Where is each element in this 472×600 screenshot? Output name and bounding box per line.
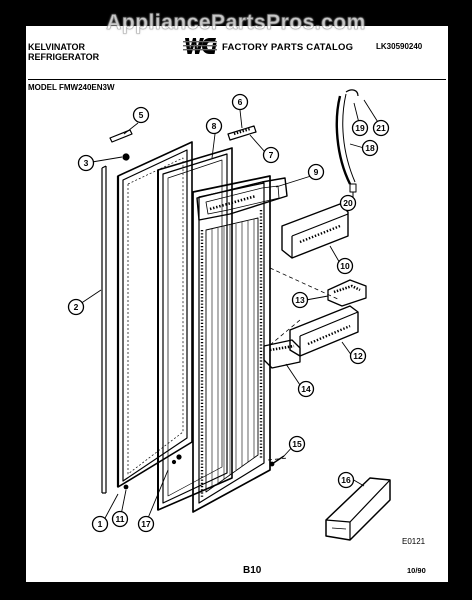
svg-text:13: 13 — [295, 295, 305, 305]
parts-sheet — [26, 26, 448, 582]
document-number: LK30590240 — [376, 42, 423, 51]
callout-9: 9 — [307, 163, 325, 181]
callout-7: 7 — [262, 146, 280, 164]
callout-13: 13 — [291, 291, 309, 309]
svg-text:11: 11 — [116, 514, 125, 524]
callout-11: 11 — [111, 510, 129, 528]
header-rule — [28, 79, 446, 80]
date-code: 10/90 — [407, 566, 426, 575]
callout-15: 15 — [288, 435, 306, 453]
trim-cap-part — [227, 125, 257, 141]
svg-text:19: 19 — [355, 123, 365, 133]
callout-6: 6 — [231, 93, 249, 111]
callout-leaders — [79, 99, 382, 521]
svg-text:12: 12 — [353, 351, 363, 361]
callout-1: 1 — [91, 515, 109, 533]
callout-10: 10 — [336, 257, 354, 275]
svg-text:20: 20 — [343, 198, 353, 208]
callout-16: 16 — [337, 471, 355, 489]
callout-8: 8 — [205, 117, 223, 135]
svg-text:17: 17 — [141, 519, 151, 529]
svg-text:2: 2 — [74, 302, 79, 312]
svg-text:15: 15 — [292, 439, 302, 449]
callout-21: 21 — [372, 119, 390, 137]
door-shelf-upper — [281, 203, 349, 259]
bottom-screw — [171, 454, 182, 465]
catalog-title: FACTORY PARTS CATALOG — [222, 42, 354, 53]
door-bin — [325, 477, 391, 541]
svg-text:18: 18 — [365, 143, 375, 153]
callout-3: 3 — [77, 154, 95, 172]
svg-text:7: 7 — [269, 150, 274, 160]
svg-text:8: 8 — [212, 121, 217, 131]
svg-text:3: 3 — [84, 158, 89, 168]
watermark: AppliancePartsPros.com — [106, 11, 366, 35]
callout-14: 14 — [297, 380, 315, 398]
svg-text:21: 21 — [376, 123, 386, 133]
svg-text:14: 14 — [301, 384, 311, 394]
shelf-bracket — [327, 279, 367, 307]
svg-text:9: 9 — [314, 167, 319, 177]
page-number: B10 — [243, 565, 262, 576]
svg-text:6: 6 — [238, 97, 243, 107]
callout-18: 18 — [361, 139, 379, 157]
wci-logo — [183, 38, 217, 54]
svg-text:1: 1 — [98, 519, 103, 529]
svg-text:5: 5 — [139, 110, 144, 120]
callout-12: 12 — [349, 347, 367, 365]
brand-name: KELVINATOR — [28, 42, 86, 52]
svg-text:10: 10 — [340, 261, 350, 271]
inner-door-assembly — [192, 175, 288, 513]
door-hinge — [263, 339, 301, 369]
product-type: REFRIGERATOR — [28, 52, 100, 62]
outer-door-panel — [116, 141, 193, 488]
door-gasket-strip — [101, 165, 107, 494]
screw-part — [122, 153, 130, 161]
callout-2: 2 — [67, 298, 85, 316]
model-number: MODEL FMW240EN3W — [28, 83, 115, 92]
door-liner-panel — [157, 147, 233, 511]
callout-19: 19 — [351, 119, 369, 137]
door-stop-part — [109, 129, 133, 143]
callout-5: 5 — [132, 106, 150, 124]
svg-text:16: 16 — [341, 475, 351, 485]
mounting-screw — [269, 455, 285, 467]
callout-17: 17 — [137, 515, 155, 533]
figure-code: E0121 — [402, 537, 426, 546]
callout-20: 20 — [339, 194, 357, 212]
